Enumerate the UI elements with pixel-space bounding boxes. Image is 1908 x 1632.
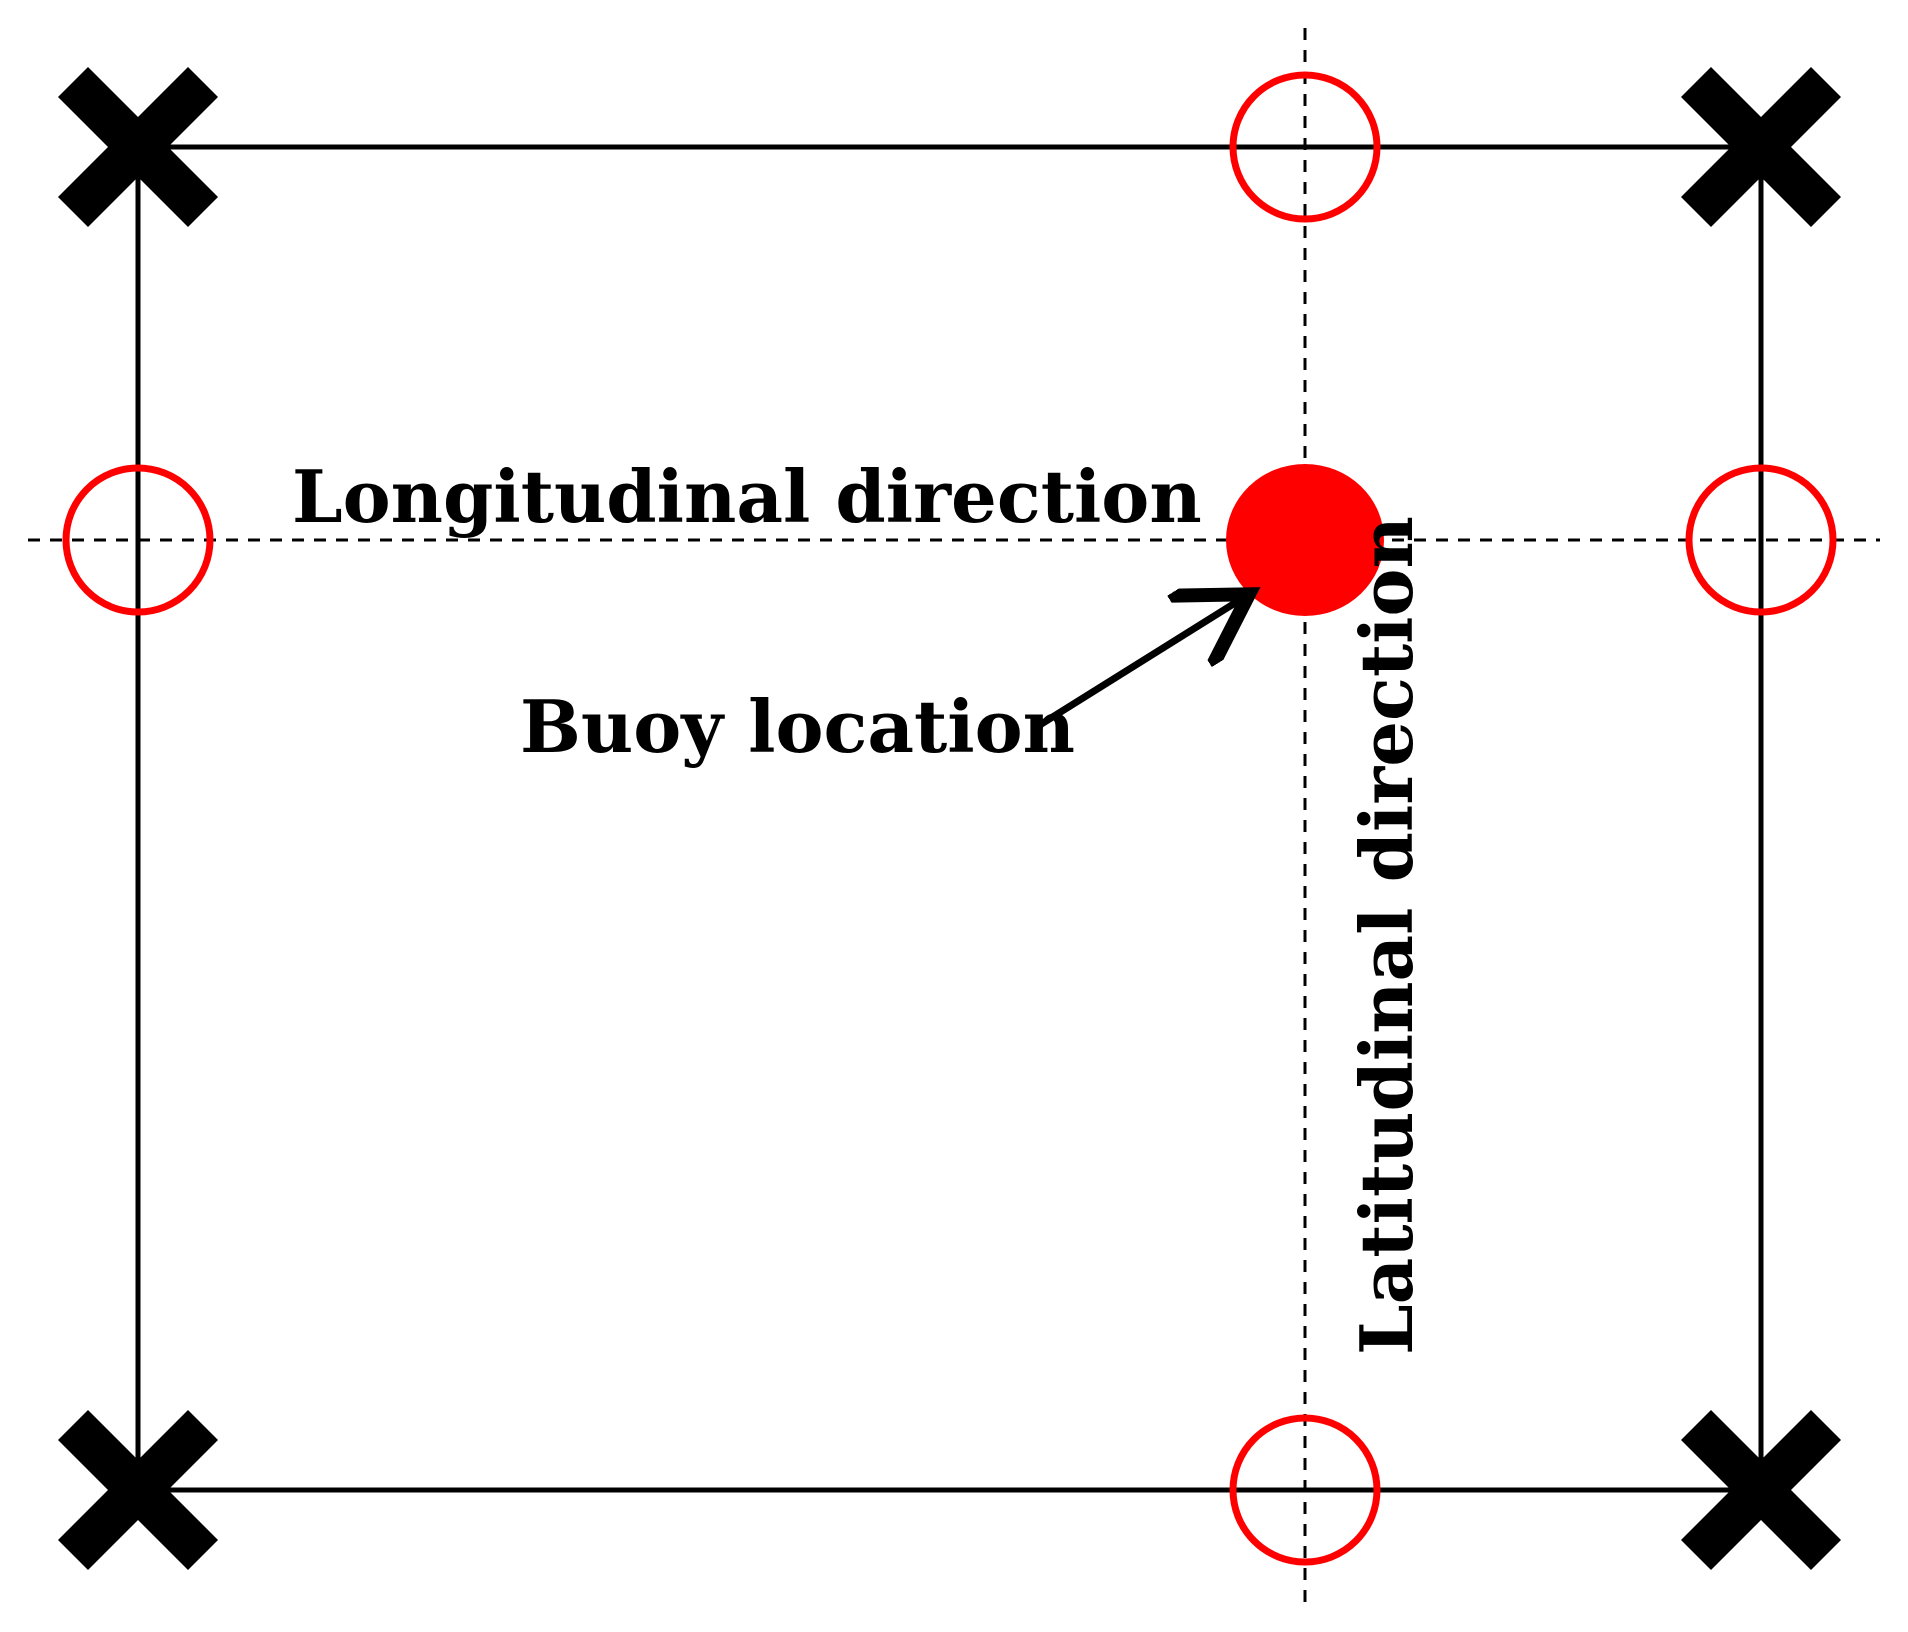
grid-point-bottom-circle-icon [1229,1414,1381,1566]
buoy-location-label: Buoy location [520,684,1075,769]
grid-point-left-circle-icon [62,464,214,616]
corner-marker-bottom-right-icon [1681,1410,1841,1570]
corner-marker-top-right-icon [1681,67,1841,227]
longitudinal-direction-label: Longitudinal direction [292,454,1202,539]
buoy-location-marker-icon [1226,464,1384,616]
grid-cell-border [135,144,1764,1493]
corner-marker-bottom-left-icon [58,1410,218,1570]
buoy-pointer-arrow [1033,598,1243,731]
latitudinal-direction-label: Latitudinal direction [1344,516,1429,1355]
corner-marker-top-left-icon [58,67,218,227]
grid-point-top-circle-icon [1229,71,1381,223]
grid-point-right-circle-icon [1685,464,1837,616]
